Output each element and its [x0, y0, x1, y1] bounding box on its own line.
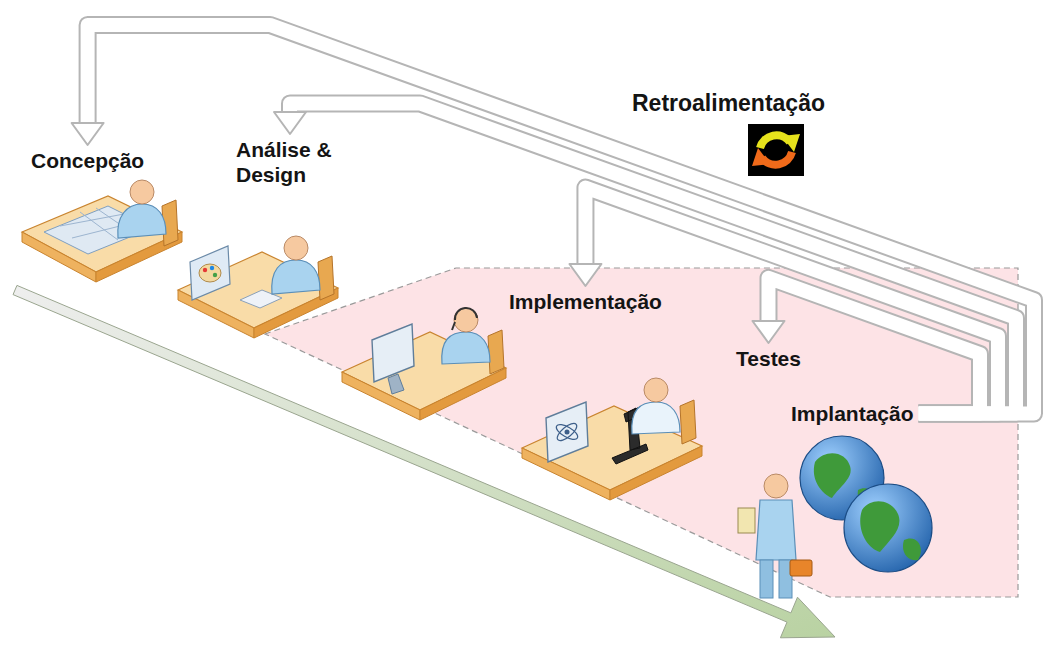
stage-name: Testes: [736, 346, 801, 371]
stage-label: Testes: [731, 343, 806, 374]
monitor-stand: [388, 374, 404, 394]
feedback-icon-head: [752, 148, 770, 166]
monitor: [190, 246, 230, 300]
phase-region: [265, 268, 1018, 597]
monitor: [546, 402, 588, 462]
feedback-arrow-fill: [88, 25, 1034, 414]
feedback-arrow-fill: [768, 278, 980, 414]
desk-top: [342, 332, 506, 410]
feedback-arrow-fill: [290, 103, 1016, 413]
feedback-icon-head: [782, 134, 800, 152]
person-head: [284, 236, 308, 260]
person-body: [756, 500, 796, 560]
stage-name: Concepção: [31, 148, 144, 173]
desk-edge: [178, 290, 254, 338]
desk-top: [22, 196, 182, 272]
monitor: [372, 324, 414, 382]
person-head: [644, 378, 668, 402]
person-head: [764, 474, 788, 498]
feedback-icon: [748, 124, 804, 176]
stage-name: Implantação: [791, 401, 914, 426]
arrowhead: [752, 321, 784, 343]
chair-back: [318, 256, 334, 300]
feedback-arrow: [88, 25, 1034, 414]
paint-dot: [213, 273, 217, 277]
paint-dot: [203, 268, 207, 272]
atom-core: [565, 430, 570, 435]
paint-dot: [210, 266, 214, 270]
connector-outlines: [88, 25, 1034, 414]
desk-edge: [522, 448, 610, 500]
time-arrow: [13, 285, 835, 637]
stage-label: Análise & Design: [231, 134, 349, 190]
person-body: [632, 402, 680, 434]
chair-back: [680, 400, 696, 444]
stage-label: Implementação: [504, 286, 667, 317]
install-package: [738, 508, 755, 533]
connector-fills: [88, 25, 1034, 414]
person-head: [130, 180, 154, 204]
arrowheads: [72, 112, 785, 343]
person-body: [442, 332, 490, 364]
palette: [199, 264, 221, 282]
globe: [844, 484, 932, 572]
chair-back: [488, 330, 504, 374]
person-leg: [760, 560, 773, 598]
arrowhead: [72, 123, 104, 145]
headset: [452, 308, 477, 330]
arrowhead: [569, 264, 601, 286]
atom-orbit: [555, 420, 580, 443]
stage-label: Implantação: [786, 398, 919, 429]
arrowhead: [274, 112, 306, 134]
desk-edge: [420, 368, 506, 420]
stage-label: Concepção: [26, 145, 149, 176]
briefcase: [790, 560, 812, 576]
globe-land: [860, 501, 921, 560]
person-body: [272, 260, 320, 294]
stage-name: Implementação: [509, 289, 662, 314]
person-body: [118, 204, 166, 238]
feedback-label: Retroalimentação: [632, 90, 825, 118]
stage-name: Análise & Design: [236, 137, 344, 187]
